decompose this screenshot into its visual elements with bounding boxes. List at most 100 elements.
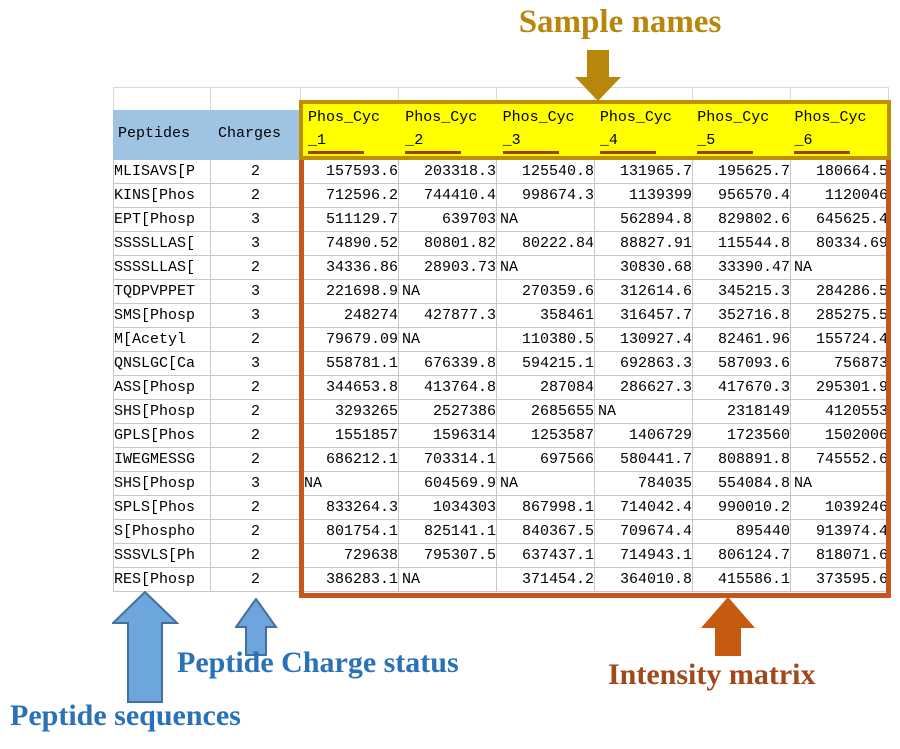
intensity-cell[interactable]: 130927.4 <box>594 327 693 352</box>
intensity-cell[interactable]: 88827.91 <box>594 231 693 256</box>
intensity-cell[interactable]: 386283.1 <box>300 567 399 592</box>
peptide-cell[interactable]: GPLS[Phos <box>113 423 211 448</box>
peptide-cell[interactable]: SHS[Phosp <box>113 399 211 424</box>
peptide-cell[interactable]: SSSSLLAS[ <box>113 231 211 256</box>
intensity-cell[interactable]: NA <box>594 399 693 424</box>
peptide-cell[interactable]: M[Acetyl <box>113 327 211 352</box>
intensity-cell[interactable]: 729638 <box>300 543 399 568</box>
intensity-cell[interactable]: 818071.6 <box>790 543 889 568</box>
intensity-cell[interactable]: 554084.8 <box>692 471 791 496</box>
intensity-cell[interactable]: 808891.8 <box>692 447 791 472</box>
peptide-cell[interactable]: SSSVLS[Ph <box>113 543 211 568</box>
intensity-cell[interactable]: NA <box>790 255 889 280</box>
intensity-cell[interactable]: 125540.8 <box>496 160 595 184</box>
intensity-cell[interactable]: NA <box>398 279 497 304</box>
intensity-cell[interactable]: 115544.8 <box>692 231 791 256</box>
intensity-cell[interactable]: 371454.2 <box>496 567 595 592</box>
intensity-cell[interactable]: 806124.7 <box>692 543 791 568</box>
sample-column-header[interactable]: Phos_Cyc_3 <box>498 104 595 156</box>
intensity-cell[interactable]: 79679.09 <box>300 327 399 352</box>
intensity-cell[interactable]: 180664.5 <box>790 160 889 184</box>
intensity-cell[interactable]: 801754.1 <box>300 519 399 544</box>
intensity-cell[interactable]: 74890.52 <box>300 231 399 256</box>
peptide-cell[interactable]: ASS[Phosp <box>113 375 211 400</box>
intensity-cell[interactable]: 511129.7 <box>300 207 399 232</box>
intensity-cell[interactable]: 80334.69 <box>790 231 889 256</box>
intensity-cell[interactable]: 1723560 <box>692 423 791 448</box>
charge-cell[interactable]: 2 <box>210 495 301 520</box>
intensity-cell[interactable]: 373595.6 <box>790 567 889 592</box>
intensity-cell[interactable]: 417670.3 <box>692 375 791 400</box>
intensity-cell[interactable]: NA <box>496 471 595 496</box>
intensity-cell[interactable]: 2318149 <box>692 399 791 424</box>
intensity-cell[interactable]: 364010.8 <box>594 567 693 592</box>
intensity-cell[interactable]: 316457.7 <box>594 303 693 328</box>
intensity-cell[interactable]: NA <box>300 471 399 496</box>
intensity-cell[interactable]: 80801.82 <box>398 231 497 256</box>
peptide-cell[interactable]: S[Phospho <box>113 519 211 544</box>
intensity-cell[interactable]: 344653.8 <box>300 375 399 400</box>
intensity-cell[interactable]: 756873 <box>790 351 889 376</box>
intensity-cell[interactable]: 709674.4 <box>594 519 693 544</box>
intensity-cell[interactable]: NA <box>496 255 595 280</box>
intensity-cell[interactable]: 110380.5 <box>496 327 595 352</box>
intensity-cell[interactable]: 990010.2 <box>692 495 791 520</box>
intensity-cell[interactable]: 895440 <box>692 519 791 544</box>
intensity-cell[interactable]: 594215.1 <box>496 351 595 376</box>
sample-column-header[interactable]: Phos_Cyc_1 <box>303 104 400 156</box>
intensity-cell[interactable]: 80222.84 <box>496 231 595 256</box>
intensity-cell[interactable]: 1034303 <box>398 495 497 520</box>
peptide-cell[interactable]: KINS[Phos <box>113 183 211 208</box>
peptide-cell[interactable]: QNSLGC[Ca <box>113 351 211 376</box>
intensity-cell[interactable]: NA <box>398 327 497 352</box>
intensity-cell[interactable]: 34336.86 <box>300 255 399 280</box>
charge-cell[interactable]: 2 <box>210 567 301 592</box>
intensity-cell[interactable]: 1551857 <box>300 423 399 448</box>
intensity-cell[interactable]: 1120046 <box>790 183 889 208</box>
intensity-cell[interactable]: 352716.8 <box>692 303 791 328</box>
intensity-cell[interactable]: 692863.3 <box>594 351 693 376</box>
intensity-cell[interactable]: 840367.5 <box>496 519 595 544</box>
sample-column-header[interactable]: Phos_Cyc_5 <box>692 104 789 156</box>
intensity-cell[interactable]: 697566 <box>496 447 595 472</box>
intensity-cell[interactable]: 82461.96 <box>692 327 791 352</box>
intensity-cell[interactable]: 714943.1 <box>594 543 693 568</box>
charge-cell[interactable]: 3 <box>210 231 301 256</box>
intensity-cell[interactable]: 1039246 <box>790 495 889 520</box>
intensity-cell[interactable]: 295301.9 <box>790 375 889 400</box>
intensity-cell[interactable]: 221698.9 <box>300 279 399 304</box>
peptide-cell[interactable]: SMS[Phosp <box>113 303 211 328</box>
intensity-cell[interactable]: 558781.1 <box>300 351 399 376</box>
intensity-cell[interactable]: 195625.7 <box>692 160 791 184</box>
sample-column-header[interactable]: Phos_Cyc_4 <box>595 104 692 156</box>
charge-cell[interactable]: 2 <box>210 447 301 472</box>
intensity-cell[interactable]: 28903.73 <box>398 255 497 280</box>
intensity-cell[interactable]: 2527386 <box>398 399 497 424</box>
charge-cell[interactable]: 3 <box>210 351 301 376</box>
intensity-cell[interactable]: 639703 <box>398 207 497 232</box>
intensity-cell[interactable]: 604569.9 <box>398 471 497 496</box>
peptide-cell[interactable]: IWEGMESSG <box>113 447 211 472</box>
intensity-cell[interactable]: 645625.4 <box>790 207 889 232</box>
intensity-cell[interactable]: 284286.5 <box>790 279 889 304</box>
charge-cell[interactable]: 3 <box>210 303 301 328</box>
intensity-cell[interactable]: 3293265 <box>300 399 399 424</box>
intensity-cell[interactable]: NA <box>398 567 497 592</box>
charge-cell[interactable]: 3 <box>210 279 301 304</box>
intensity-cell[interactable]: 30830.68 <box>594 255 693 280</box>
intensity-cell[interactable]: 4120553 <box>790 399 889 424</box>
intensity-cell[interactable]: 1596314 <box>398 423 497 448</box>
charge-cell[interactable]: 3 <box>210 471 301 496</box>
peptide-cell[interactable]: TQDPVPPET <box>113 279 211 304</box>
sample-column-header[interactable]: Phos_Cyc_2 <box>400 104 497 156</box>
charge-cell[interactable]: 3 <box>210 207 301 232</box>
intensity-cell[interactable]: 312614.6 <box>594 279 693 304</box>
intensity-cell[interactable]: 358461 <box>496 303 595 328</box>
intensity-cell[interactable]: 413764.8 <box>398 375 497 400</box>
intensity-cell[interactable]: NA <box>790 471 889 496</box>
intensity-cell[interactable]: 867998.1 <box>496 495 595 520</box>
intensity-cell[interactable]: 415586.1 <box>692 567 791 592</box>
intensity-cell[interactable]: 270359.6 <box>496 279 595 304</box>
intensity-cell[interactable]: 833264.3 <box>300 495 399 520</box>
charge-cell[interactable]: 2 <box>210 519 301 544</box>
